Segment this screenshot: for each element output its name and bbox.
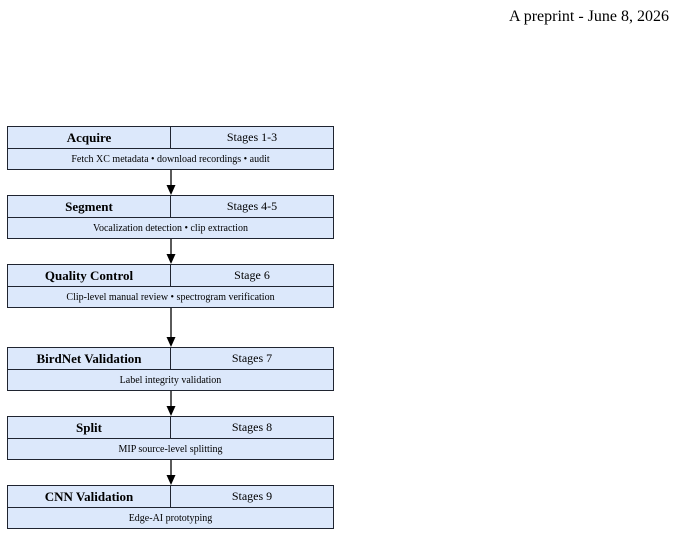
flow-arrow-5 (166, 460, 176, 485)
stage-description: MIP source-level splitting (118, 444, 223, 455)
stage-name: Split (8, 417, 171, 438)
flow-arrow-3 (166, 308, 176, 347)
stage-name: Acquire (8, 127, 171, 148)
stage-name: BirdNet Validation (8, 348, 171, 369)
running-header: A preprint - June 8, 2026 (509, 8, 669, 25)
stage-range: Stages 4-5 (226, 199, 278, 213)
stage-name: Segment (8, 196, 171, 217)
stage-box-cnn-validation: CNN Validation Stages 9 Edge-AI prototyp… (7, 485, 334, 529)
stage-range: Stages 1-3 (226, 130, 278, 144)
stage-description: Vocalization detection • clip extraction (93, 223, 248, 234)
stage-header-row: Split Stages 8 (8, 417, 333, 439)
stage-description: Clip-level manual review • spectrogram v… (66, 292, 275, 303)
stage-range: Stages 7 (231, 351, 273, 365)
stage-range: Stages 8 (231, 420, 273, 434)
stage-box-birdnet-validation: BirdNet Validation Stages 7 Label integr… (7, 347, 334, 391)
stage-header-row: Acquire Stages 1-3 (8, 127, 333, 149)
stage-box-split: Split Stages 8 MIP source-level splittin… (7, 416, 334, 460)
stage-description: Fetch XC metadata • download recordings … (71, 154, 270, 165)
flow-arrow-2 (166, 239, 176, 264)
flow-arrow-1 (166, 170, 176, 195)
stage-name: Quality Control (8, 265, 171, 286)
stage-name: CNN Validation (8, 486, 171, 507)
stage-header-row: Segment Stages 4-5 (8, 196, 333, 218)
stage-box-segment: Segment Stages 4-5 Vocalization detectio… (7, 195, 334, 239)
stage-range: Stages 9 (231, 489, 273, 503)
stage-description: Label integrity validation (119, 375, 222, 386)
stage-box-acquire: Acquire Stages 1-3 Fetch XC metadata • d… (7, 126, 334, 170)
stage-header-row: BirdNet Validation Stages 7 (8, 348, 333, 370)
stage-description: Edge-AI prototyping (128, 513, 213, 524)
stage-box-quality-control: Quality Control Stage 6 Clip-level manua… (7, 264, 334, 308)
stage-header-row: Quality Control Stage 6 (8, 265, 333, 287)
flow-arrow-4 (166, 391, 176, 416)
stage-range: Stage 6 (234, 268, 270, 282)
stage-header-row: CNN Validation Stages 9 (8, 486, 333, 508)
